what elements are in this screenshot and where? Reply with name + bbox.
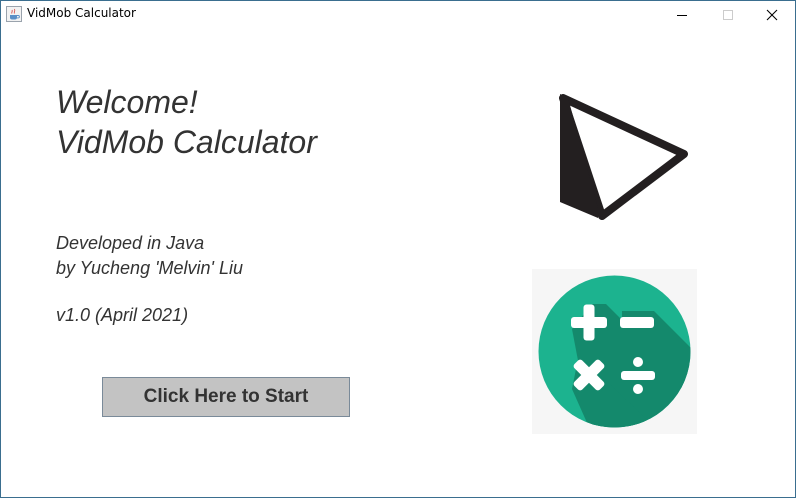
maximize-button[interactable] [705, 1, 751, 28]
title-bar[interactable]: VidMob Calculator [1, 1, 795, 28]
welcome-panel: Welcome! VidMob Calculator Developed in … [1, 28, 795, 497]
version-text: v1.0 (April 2021) [56, 305, 189, 325]
minimize-icon [677, 14, 687, 16]
start-button[interactable]: Click Here to Start [102, 377, 350, 417]
author-text: by Yucheng 'Melvin' Liu [56, 258, 243, 278]
maximize-icon [723, 9, 733, 20]
app-name-heading: VidMob Calculator [56, 124, 317, 160]
java-cup-icon[interactable] [6, 6, 22, 22]
window-title: VidMob Calculator [27, 6, 136, 20]
vidmob-logo-icon [558, 94, 690, 220]
close-icon [766, 9, 778, 20]
calculator-symbols-icon [532, 269, 697, 434]
welcome-heading: Welcome! [56, 84, 198, 120]
minimize-button[interactable] [659, 1, 705, 28]
developed-in-text: Developed in Java [56, 233, 205, 253]
close-button[interactable] [749, 1, 795, 28]
